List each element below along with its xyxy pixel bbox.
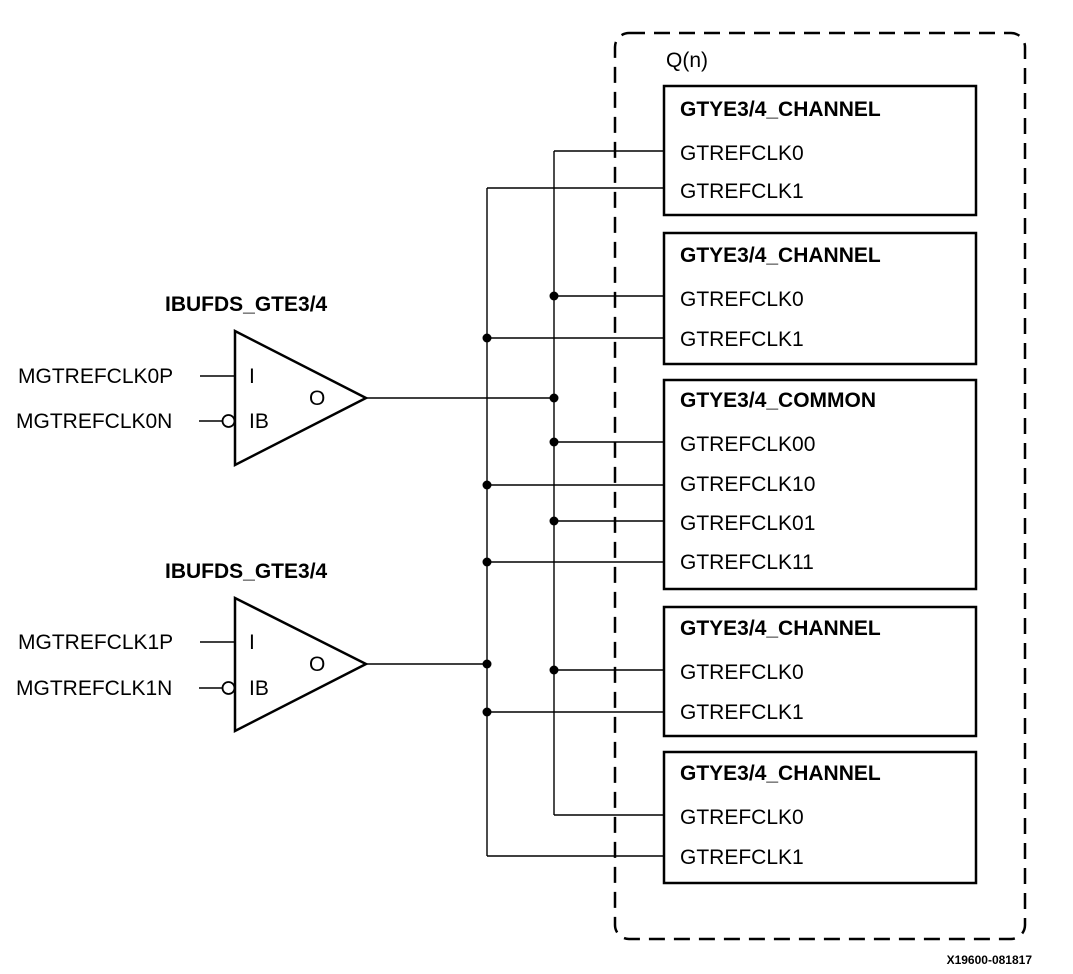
block-title: GTYE3/4_CHANNEL xyxy=(680,244,881,267)
port-label: GTREFCLK0 xyxy=(680,806,804,829)
output-o-label: O xyxy=(309,387,325,410)
block-title: GTYE3/4_COMMON xyxy=(680,389,876,412)
block-title: GTYE3/4_CHANNEL xyxy=(680,617,881,640)
block-channel-1: GTYE3/4_CHANNEL GTREFCLK0 GTREFCLK1 xyxy=(662,84,978,217)
refclk1-taps xyxy=(487,187,664,857)
input-i-label: I xyxy=(249,631,255,654)
input-pin-label: MGTREFCLK0P xyxy=(18,365,173,388)
buffer-refclk0: IBUFDS_GTE3/4 MGTREFCLK0P I MGTREFCLK0N … xyxy=(16,293,554,468)
port-label: GTREFCLK0 xyxy=(680,142,804,165)
inversion-bubble xyxy=(221,414,236,428)
buffer-triangle xyxy=(233,595,369,734)
input-ib-label: IB xyxy=(249,410,269,433)
block-common: GTYE3/4_COMMON GTREFCLK00 GTREFCLK10 GTR… xyxy=(662,378,978,591)
port-label: GTREFCLK1 xyxy=(680,701,804,724)
quad-label: Q(n) xyxy=(666,49,708,72)
input-pin-label: MGTREFCLK1P xyxy=(18,631,173,654)
port-label: GTREFCLK10 xyxy=(680,473,815,496)
block-channel-2: GTYE3/4_CHANNEL GTREFCLK0 GTREFCLK1 xyxy=(662,231,978,366)
block-title: GTYE3/4_CHANNEL xyxy=(680,762,881,785)
buffer-refclk1: IBUFDS_GTE3/4 MGTREFCLK1P I MGTREFCLK1N … xyxy=(16,560,487,734)
output-o-label: O xyxy=(309,653,325,676)
port-label: GTREFCLK11 xyxy=(680,551,814,574)
junction-dots xyxy=(482,291,559,717)
port-label: GTREFCLK00 xyxy=(680,433,815,456)
block-title: GTYE3/4_CHANNEL xyxy=(680,98,881,121)
port-label: GTREFCLK1 xyxy=(680,846,804,869)
input-pin-label: MGTREFCLK1N xyxy=(16,677,172,700)
block-channel-4: GTYE3/4_CHANNEL GTREFCLK0 GTREFCLK1 xyxy=(662,750,978,885)
input-pin-label: MGTREFCLK0N xyxy=(16,410,172,433)
buffer-title: IBUFDS_GTE3/4 xyxy=(165,560,328,583)
port-label: GTREFCLK0 xyxy=(680,288,804,311)
port-label: GTREFCLK1 xyxy=(680,328,804,351)
port-label: GTREFCLK0 xyxy=(680,661,804,684)
buffer-triangle xyxy=(233,328,369,468)
port-label: GTREFCLK01 xyxy=(680,512,815,535)
input-i-label: I xyxy=(249,365,255,388)
input-ib-label: IB xyxy=(249,677,269,700)
figure-id: X19600-081817 xyxy=(947,953,1033,967)
quad-boundary xyxy=(613,31,1027,941)
inversion-bubble xyxy=(221,681,236,695)
port-label: GTREFCLK1 xyxy=(680,180,804,203)
block-channel-3: GTYE3/4_CHANNEL GTREFCLK0 GTREFCLK1 xyxy=(662,605,978,738)
refclk0-taps xyxy=(554,150,664,816)
buffer-title: IBUFDS_GTE3/4 xyxy=(165,293,328,316)
